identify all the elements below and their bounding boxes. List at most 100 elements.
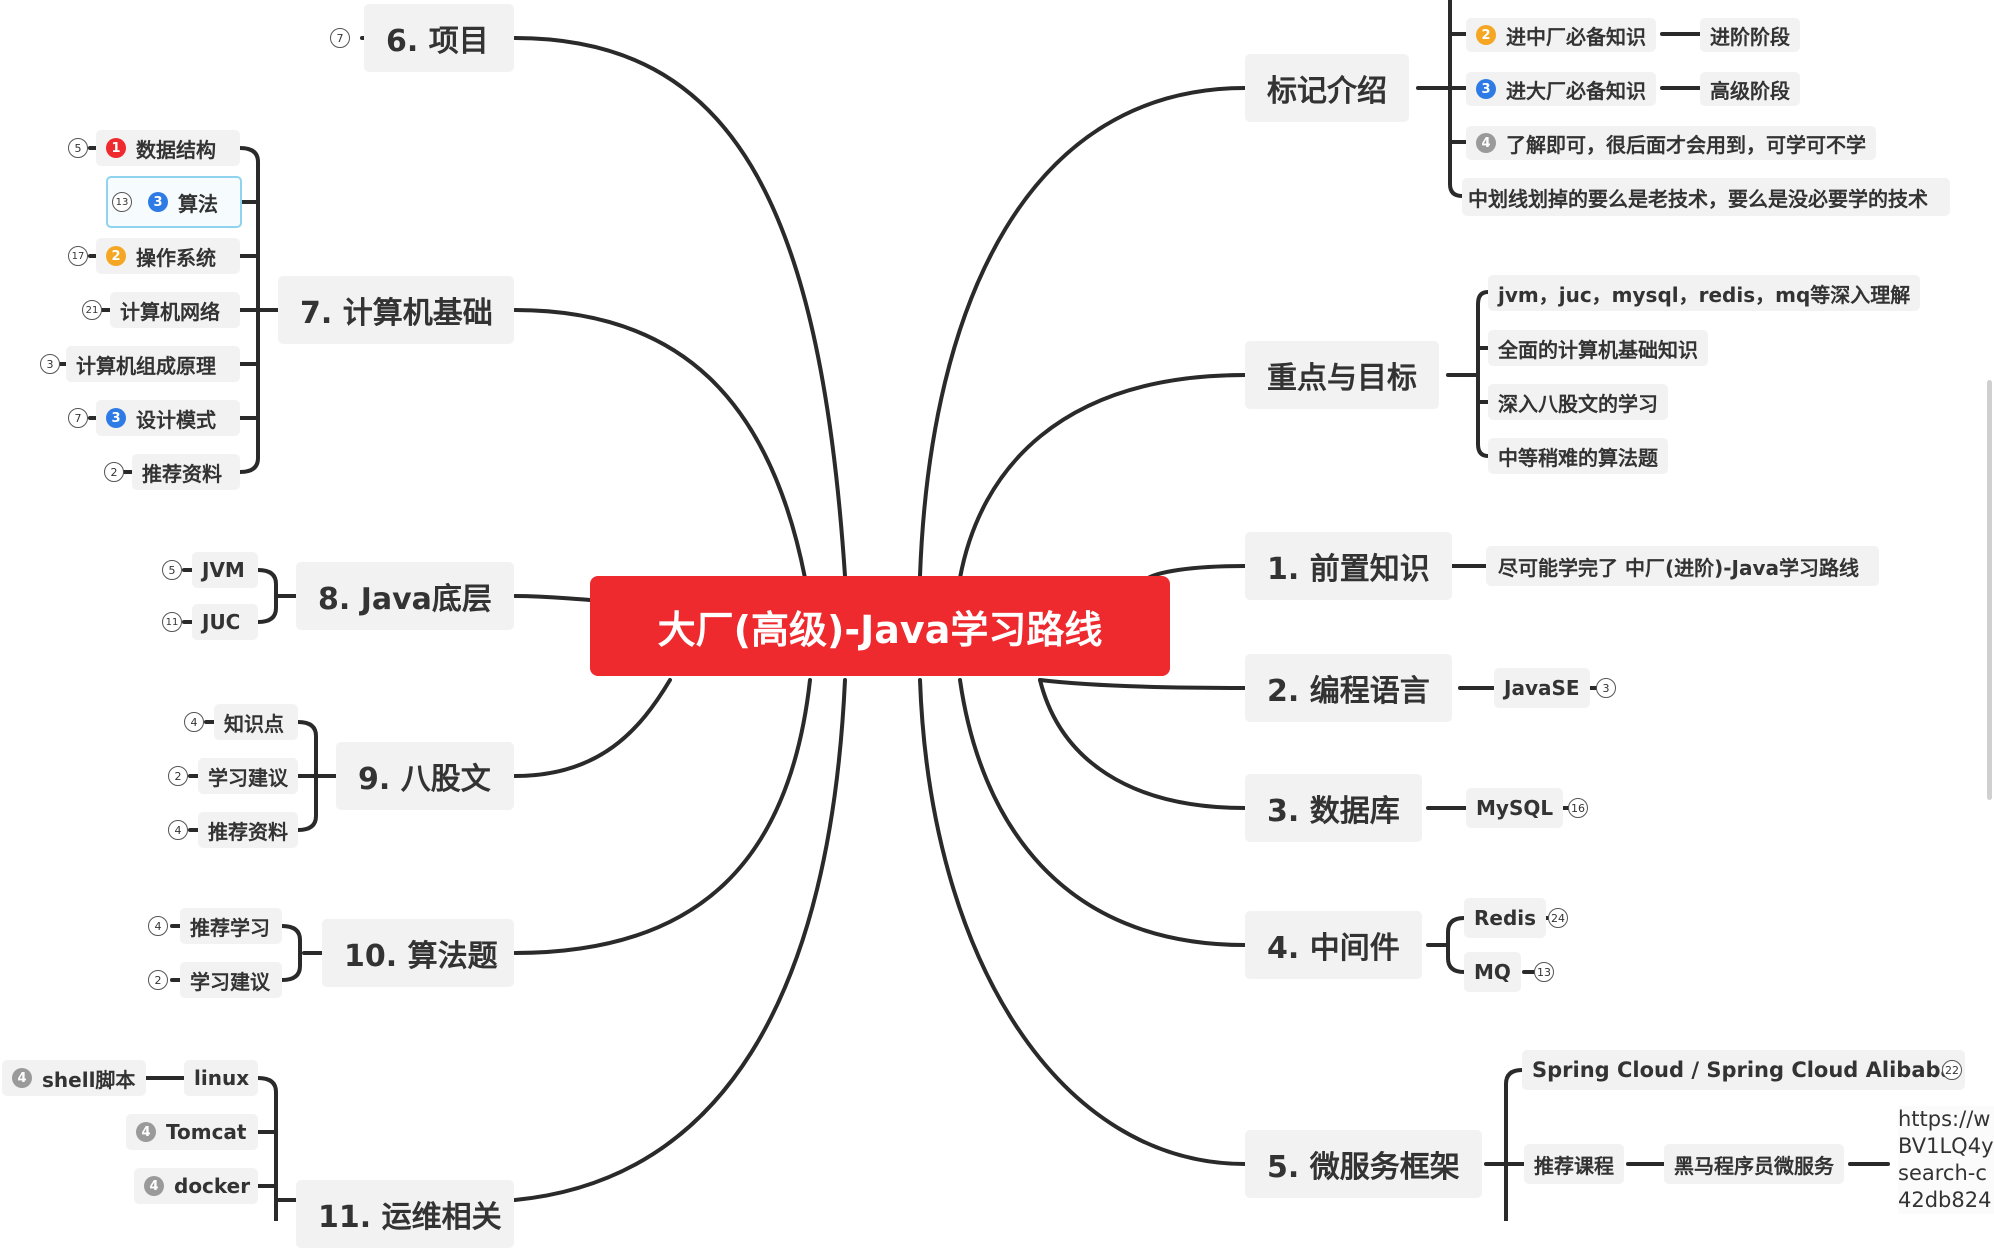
microservice-item-label: Spring Cloud / Spring Cloud Alibaba — [1532, 1058, 1955, 1082]
root-topic[interactable]: 大厂(高级)-Java学习路线 — [590, 576, 1170, 676]
child-count-icon[interactable]: 5 — [162, 560, 182, 580]
child-count-icon[interactable]: 13 — [112, 192, 132, 212]
topic-language[interactable]: 2. 编程语言 — [1245, 654, 1452, 722]
java-item-jvm[interactable]: JVM — [192, 552, 258, 588]
cs-item-label: 计算机网络 — [120, 299, 220, 324]
child-count-icon[interactable]: 22 — [1942, 1060, 1962, 1080]
devops-item-linux[interactable]: linux — [184, 1060, 258, 1096]
legend-item-label: 中划线划掉的要么是老技术，要么是没必要学的技术 — [1468, 186, 1928, 211]
topic-java-internals-label: 8. Java底层 — [318, 582, 492, 617]
database-item-mysql[interactable]: MySQL — [1466, 788, 1564, 828]
topic-java-internals[interactable]: 8. Java底层 — [296, 562, 514, 630]
badge-2-icon: 2 — [106, 246, 126, 266]
link-root-goals — [958, 373, 1247, 580]
topic-projects[interactable]: 6. 项目 — [364, 4, 514, 72]
microservice-item-spring[interactable]: Spring Cloud / Spring Cloud Alibaba — [1522, 1050, 1965, 1090]
topic-interview-essay[interactable]: 9. 八股文 — [336, 742, 514, 810]
child-count-icon[interactable]: 24 — [1548, 908, 1568, 928]
algorithm-item-label: 推荐学习 — [190, 915, 270, 940]
interview-item[interactable]: 推荐资料 — [198, 812, 298, 848]
middleware-item-redis[interactable]: Redis — [1464, 898, 1547, 938]
prerequisite-item[interactable]: 尽可能学完了 中厂(进阶)-Java学习路线 — [1486, 546, 1880, 586]
topic-database[interactable]: 3. 数据库 — [1245, 774, 1422, 842]
goal-item[interactable]: 中等稍难的算法题 — [1488, 438, 1668, 474]
topic-algorithm-problems-label: 10. 算法题 — [344, 939, 498, 974]
topic-language-label: 2. 编程语言 — [1267, 674, 1430, 709]
child-count-icon[interactable]: 7 — [330, 28, 350, 48]
interview-item[interactable]: 知识点 — [214, 704, 298, 740]
algorithm-item[interactable]: 学习建议 — [180, 962, 282, 998]
child-count-icon[interactable]: 3 — [1596, 678, 1616, 698]
legend-item[interactable]: 中划线划掉的要么是老技术，要么是没必要学的技术 — [1462, 178, 1950, 216]
topic-prerequisites[interactable]: 1. 前置知识 — [1245, 532, 1452, 600]
badge-4-icon: 4 — [136, 1122, 156, 1142]
badge-4-icon: 4 — [144, 1176, 164, 1196]
legend-tag[interactable]: 高级阶段 — [1700, 72, 1800, 106]
course-url-link[interactable]: https://w BV1LQ4y search-c 42db824 — [1898, 1106, 1994, 1214]
child-count-icon[interactable]: 7 — [68, 408, 88, 428]
legend-item[interactable]: 4 了解即可，很后面才会用到，可学可不学 — [1466, 126, 1876, 160]
link-root-ms — [918, 678, 1247, 1166]
interview-item[interactable]: 学习建议 — [198, 758, 298, 794]
cs-item[interactable]: 3 设计模式 — [96, 400, 240, 436]
child-count-icon[interactable]: 2 — [104, 462, 124, 482]
course-item-heima[interactable]: 黑马程序员微服务 — [1664, 1144, 1844, 1184]
database-item-label: MySQL — [1476, 796, 1554, 820]
topic-cs-basics[interactable]: 7. 计算机基础 — [278, 276, 514, 344]
topic-projects-label: 6. 项目 — [386, 24, 489, 59]
cs-item[interactable]: 2 操作系统 — [96, 238, 240, 274]
goal-item-label: 全面的计算机基础知识 — [1498, 337, 1698, 362]
devops-item-docker[interactable]: 4 docker — [134, 1168, 258, 1204]
child-count-icon[interactable]: 2 — [168, 766, 188, 786]
legend-tag[interactable]: 进阶阶段 — [1700, 18, 1800, 52]
topic-goals-label: 重点与目标 — [1267, 361, 1417, 396]
topic-devops[interactable]: 11. 运维相关 — [296, 1180, 514, 1248]
child-count-icon[interactable]: 4 — [184, 712, 204, 732]
topic-microservices[interactable]: 5. 微服务框架 — [1245, 1130, 1482, 1198]
badge-2-icon: 2 — [1476, 25, 1496, 45]
java-item-juc[interactable]: JUC — [192, 604, 258, 640]
devops-item-shell[interactable]: 4 shell脚本 — [2, 1060, 146, 1096]
goal-item[interactable]: jvm，juc，mysql，redis，mq等深入理解 — [1488, 275, 1921, 311]
link-root-java — [513, 594, 592, 602]
goal-item[interactable]: 全面的计算机基础知识 — [1488, 330, 1708, 366]
legend-item[interactable]: 2 进中厂必备知识 — [1466, 18, 1656, 52]
child-count-icon[interactable]: 11 — [162, 612, 182, 632]
badge-3-icon: 3 — [106, 408, 126, 428]
topic-goals[interactable]: 重点与目标 — [1245, 341, 1439, 409]
child-count-icon[interactable]: 2 — [148, 970, 168, 990]
vertical-scrollbar[interactable] — [1987, 380, 1992, 800]
language-item-javase[interactable]: JavaSE — [1494, 668, 1590, 708]
root-topic-label: 大厂(高级)-Java学习路线 — [657, 607, 1103, 652]
cs-item-label: 设计模式 — [136, 407, 216, 432]
cs-item[interactable]: 推荐资料 — [132, 454, 240, 490]
goal-item[interactable]: 深入八股文的学习 — [1488, 384, 1668, 420]
cs-item[interactable]: 计算机组成原理 — [66, 346, 240, 382]
legend-item[interactable]: 3 进大厂必备知识 — [1466, 72, 1656, 106]
devops-item-tomcat[interactable]: 4 Tomcat — [126, 1114, 258, 1150]
cs-item[interactable]: 1 数据结构 — [96, 130, 240, 166]
child-count-icon[interactable]: 3 — [40, 354, 60, 374]
badge-3-icon: 3 — [1476, 79, 1496, 99]
child-count-icon[interactable]: 21 — [82, 300, 102, 320]
microservice-item-course[interactable]: 推荐课程 — [1524, 1144, 1624, 1184]
topic-prerequisites-label: 1. 前置知识 — [1267, 552, 1430, 587]
topic-middleware[interactable]: 4. 中间件 — [1245, 911, 1422, 979]
child-count-icon[interactable]: 5 — [68, 138, 88, 158]
goal-item-label: 深入八股文的学习 — [1498, 391, 1658, 416]
child-count-icon[interactable]: 4 — [168, 820, 188, 840]
child-count-icon[interactable]: 16 — [1568, 798, 1588, 818]
cs-item-label: 算法 — [178, 191, 218, 216]
middleware-item-mq[interactable]: MQ — [1464, 952, 1521, 992]
algorithm-item[interactable]: 推荐学习 — [180, 908, 282, 944]
topic-legend[interactable]: 标记介绍 — [1245, 54, 1409, 122]
course-item-label: 黑马程序员微服务 — [1674, 1153, 1834, 1178]
child-count-icon[interactable]: 13 — [1534, 962, 1554, 982]
interview-item-label: 学习建议 — [208, 765, 288, 790]
link-root-mw — [958, 678, 1247, 947]
cs-item[interactable]: 计算机网络 — [110, 292, 240, 328]
link-root-bagu — [513, 678, 672, 778]
child-count-icon[interactable]: 4 — [148, 916, 168, 936]
topic-algorithm-problems[interactable]: 10. 算法题 — [322, 919, 514, 987]
child-count-icon[interactable]: 17 — [68, 246, 88, 266]
